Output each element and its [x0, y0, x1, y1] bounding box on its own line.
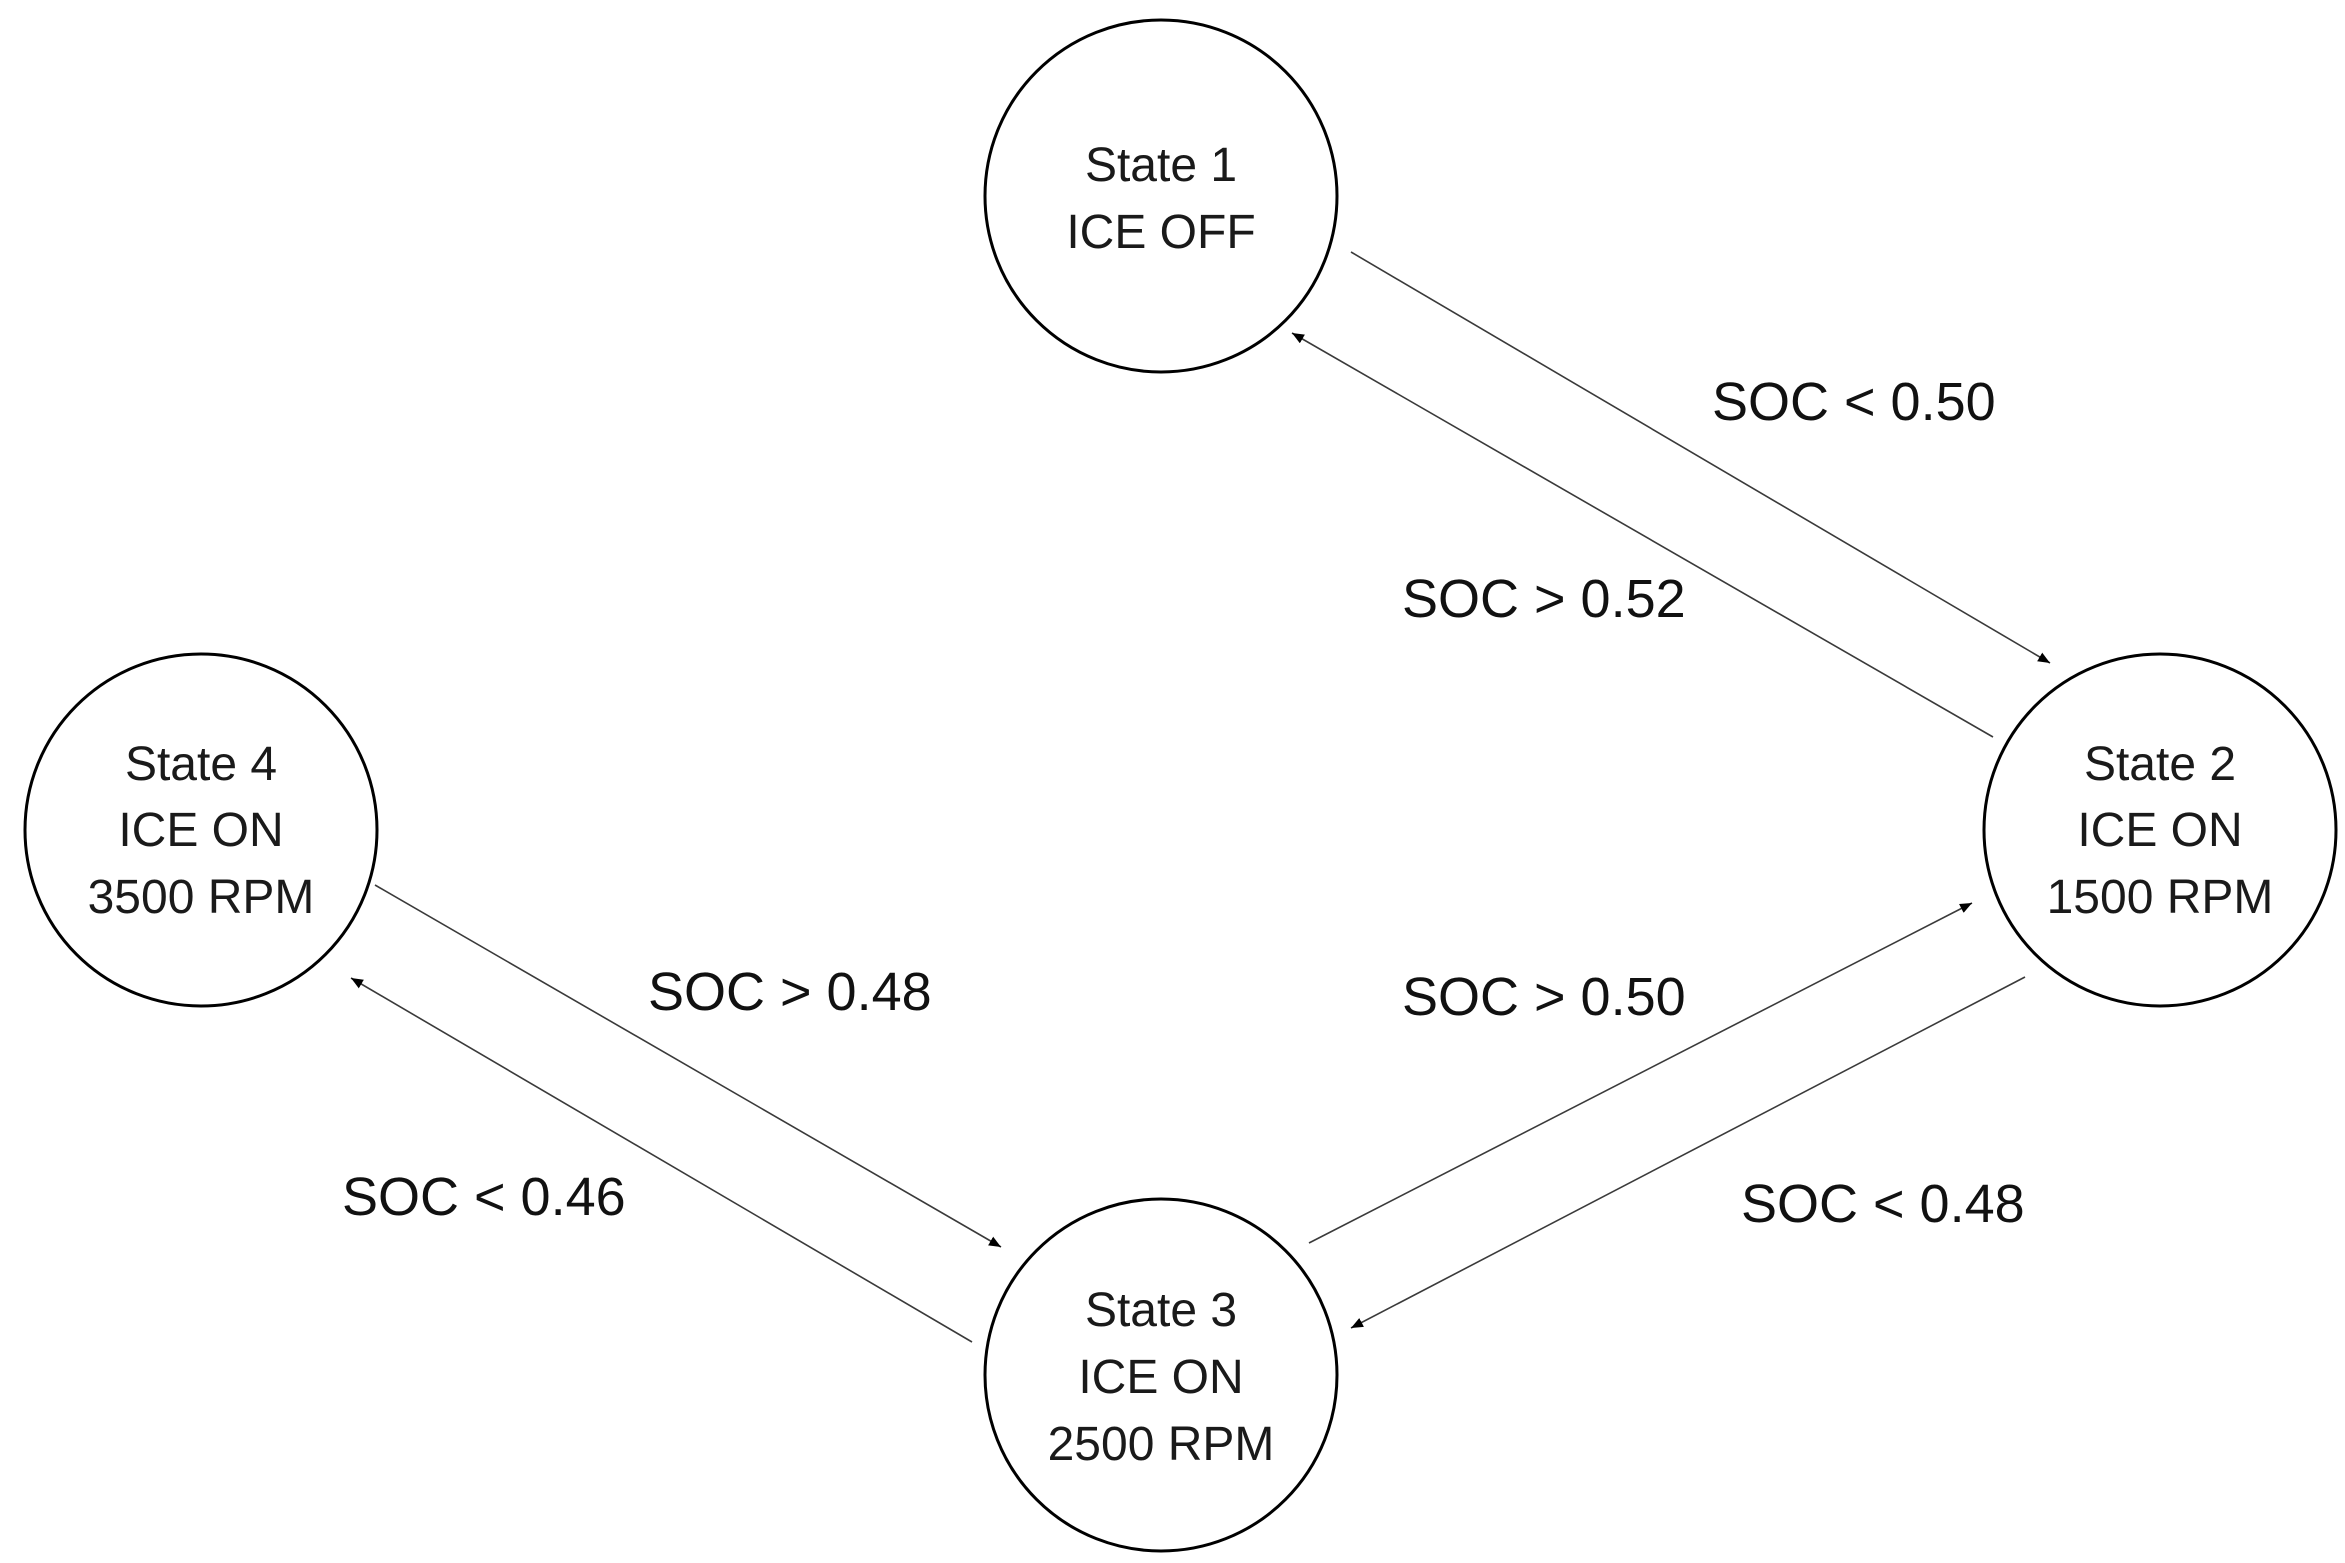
state-4-node: State 4 ICE ON 3500 RPM: [23, 652, 379, 1008]
transition-state2-to-state3: SOC < 0.48: [1350, 976, 2026, 1329]
state-1-node: State 1 ICE OFF: [983, 18, 1339, 374]
edge-line: [1350, 251, 2051, 664]
state-rpm: 2500 RPM: [1048, 1418, 1275, 1471]
edge-line: [374, 884, 1002, 1248]
transition-state3-to-state2: SOC > 0.50: [1308, 902, 1973, 1244]
state-sublabel: ICE ON: [118, 804, 283, 857]
state-label: State 1: [1085, 139, 1237, 192]
state-circle: [1982, 652, 2338, 1008]
transition-state3-to-state4: SOC < 0.46: [342, 977, 973, 1343]
edge-line: [1308, 902, 1973, 1244]
edge-label: SOC > 0.50: [1402, 967, 1686, 1027]
transition-state1-to-state2: SOC < 0.50: [1350, 251, 2051, 664]
state-label: State 4: [125, 738, 277, 791]
edge-label: SOC < 0.50: [1712, 372, 1996, 432]
edge-label: SOC > 0.48: [648, 962, 932, 1022]
edge-line: [350, 977, 973, 1343]
state-rpm: 1500 RPM: [2047, 871, 2274, 924]
state-rpm: 3500 RPM: [88, 871, 315, 924]
state-sublabel: ICE ON: [2077, 804, 2242, 857]
transition-state2-to-state1: SOC > 0.52: [1291, 332, 1994, 738]
edge-line: [1350, 976, 2026, 1329]
state-label: State 2: [2084, 738, 2236, 791]
state-sublabel: ICE ON: [1078, 1351, 1243, 1404]
edge-line: [1291, 332, 1994, 738]
state-3-node: State 3 ICE ON 2500 RPM: [983, 1197, 1339, 1553]
state-label: State 3: [1085, 1284, 1237, 1337]
edge-label: SOC < 0.48: [1741, 1174, 2025, 1234]
state-circle: [983, 18, 1339, 374]
edge-label: SOC > 0.52: [1402, 569, 1686, 629]
edge-label: SOC < 0.46: [342, 1167, 626, 1227]
transitions: SOC < 0.50 SOC > 0.52 SOC > 0.50 SOC < 0…: [342, 251, 2051, 1343]
state-circle: [23, 652, 379, 1008]
transition-state4-to-state3: SOC > 0.48: [374, 884, 1002, 1248]
state-2-node: State 2 ICE ON 1500 RPM: [1982, 652, 2338, 1008]
state-circle: [983, 1197, 1339, 1553]
state-sublabel: ICE OFF: [1066, 206, 1255, 259]
